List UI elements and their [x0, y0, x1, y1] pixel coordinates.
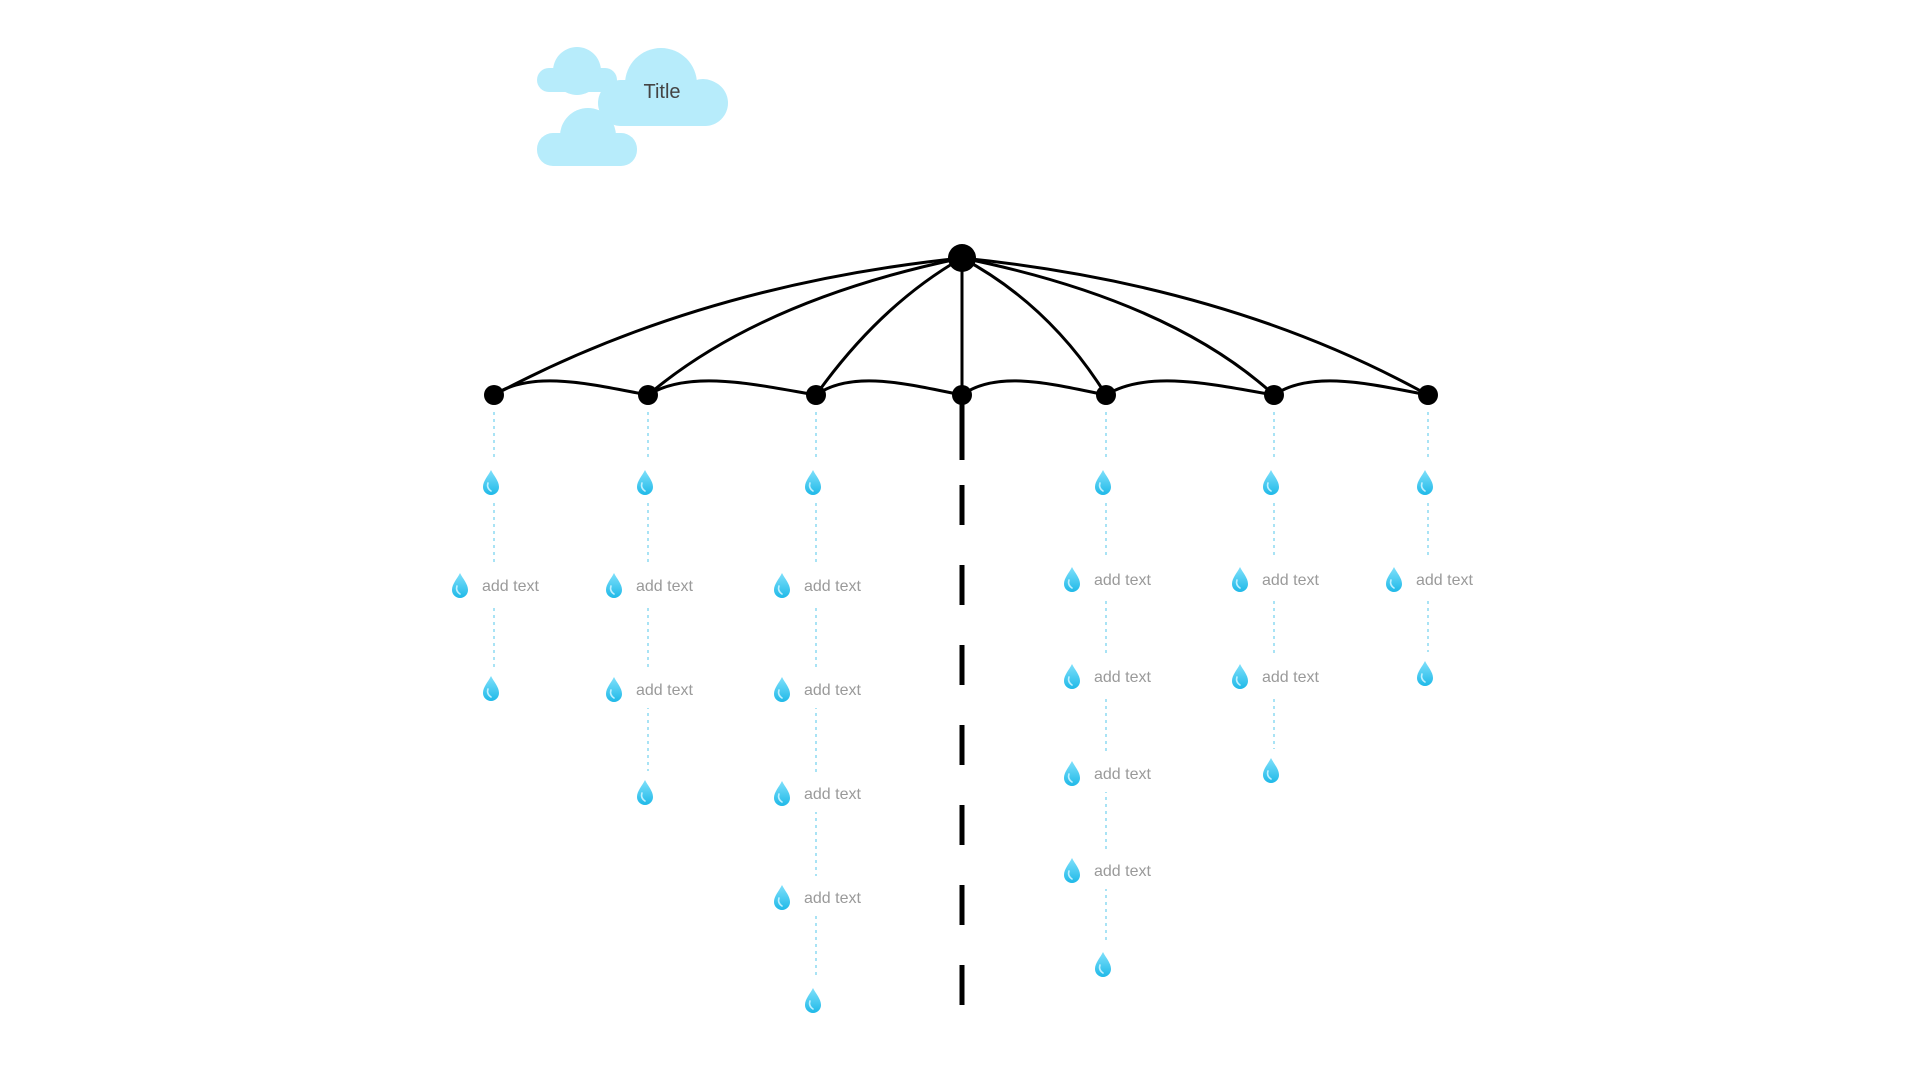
diagram-title: Title: [643, 81, 680, 103]
raindrop-icon: [483, 470, 499, 495]
item-label: add text: [804, 890, 861, 907]
rain-column: add text add text add text add text: [1064, 412, 1186, 983]
rain-column: add text: [452, 412, 574, 707]
raindrop-icon: [637, 780, 653, 805]
raindrop-icon: [805, 470, 821, 495]
canopy-joint: [484, 385, 504, 405]
item-label: add text: [804, 786, 861, 803]
rain-list-item: add text: [1232, 661, 1354, 691]
umbrella-edge: [1273, 379, 1429, 397]
raindrop-icon: [1064, 761, 1080, 786]
canopy-joint: [1096, 385, 1116, 405]
umbrella-rib: [493, 256, 963, 397]
raindrop-icon: [452, 573, 468, 598]
umbrella-canopy: [493, 256, 1429, 397]
cloud-icon: [537, 108, 637, 166]
umbrella-edge: [961, 379, 1107, 397]
umbrella-edge: [1105, 379, 1275, 397]
cloud-icon: [598, 48, 728, 126]
rain-column: add text add text: [606, 412, 728, 811]
canopy-joint: [638, 385, 658, 405]
item-label: add text: [1416, 572, 1473, 589]
rain-column: add text add text: [1232, 412, 1354, 789]
item-label: add text: [1094, 766, 1151, 783]
raindrop-icon: [1095, 470, 1111, 495]
raindrop-icon: [1095, 952, 1111, 977]
rain-list-item: add text: [452, 570, 574, 600]
title-clouds: Title: [537, 47, 728, 166]
rain-list-item: add text: [1386, 564, 1508, 594]
raindrop-icon: [1263, 758, 1279, 783]
raindrop-icon: [774, 573, 790, 598]
raindrop-icon: [1064, 858, 1080, 883]
umbrella-rib: [961, 256, 1429, 397]
raindrop-icon: [1232, 664, 1248, 689]
rain-list-item: add text: [1232, 564, 1354, 594]
item-label: add text: [482, 578, 539, 595]
cloud-icon: [537, 47, 617, 95]
item-label: add text: [804, 578, 861, 595]
raindrop-icon: [774, 781, 790, 806]
raindrop-icon: [1386, 567, 1402, 592]
item-label: add text: [804, 682, 861, 699]
canopy-joint: [806, 385, 826, 405]
umbrella-edge: [493, 379, 649, 397]
raindrop-icon: [1263, 470, 1279, 495]
raindrop-icon: [774, 885, 790, 910]
raindrop-icon: [1064, 567, 1080, 592]
rain-list-item: add text: [774, 778, 896, 808]
raindrop-icon: [774, 677, 790, 702]
rain-list-item: add text: [1064, 855, 1186, 885]
item-label: add text: [1094, 863, 1151, 880]
raindrop-icon: [1064, 664, 1080, 689]
canopy-joint: [1418, 385, 1438, 405]
item-label: add text: [1094, 669, 1151, 686]
item-label: add text: [636, 578, 693, 595]
item-label: add text: [1094, 572, 1151, 589]
canopy-joint: [1264, 385, 1284, 405]
item-label: add text: [636, 682, 693, 699]
raindrop-icon: [483, 676, 499, 701]
umbrella-edge: [815, 379, 963, 397]
raindrop-icon: [637, 470, 653, 495]
rain-list-item: add text: [1064, 564, 1186, 594]
raindrop-icon: [606, 573, 622, 598]
rain-column: add text: [1386, 412, 1508, 692]
umbrella-edge: [647, 379, 817, 397]
raindrop-icon: [606, 677, 622, 702]
rain-list-item: add text: [774, 674, 896, 704]
umbrella-rib: [814, 256, 963, 396]
umbrella-top-knob: [948, 244, 976, 272]
item-label: add text: [1262, 669, 1319, 686]
raindrop-icon: [1417, 661, 1433, 686]
umbrella-rib: [647, 256, 963, 397]
rain-list-item: add text: [606, 674, 728, 704]
rain-list-item: add text: [1064, 661, 1186, 691]
umbrella-rib: [961, 256, 1276, 397]
rain-list-item: add text: [606, 570, 728, 600]
raindrop-icon: [805, 988, 821, 1013]
umbrella-rib: [961, 256, 1108, 396]
rain-list-item: add text: [1064, 758, 1186, 788]
canopy-joint: [952, 385, 972, 405]
rain-column: add text add text add text add text: [774, 412, 896, 1019]
raindrop-icon: [1232, 567, 1248, 592]
rain-list-item: add text: [774, 882, 896, 912]
canopy-joints: [484, 244, 1438, 405]
rain-list-item: add text: [774, 570, 896, 600]
item-label: add text: [1262, 572, 1319, 589]
raindrop-icon: [1417, 470, 1433, 495]
